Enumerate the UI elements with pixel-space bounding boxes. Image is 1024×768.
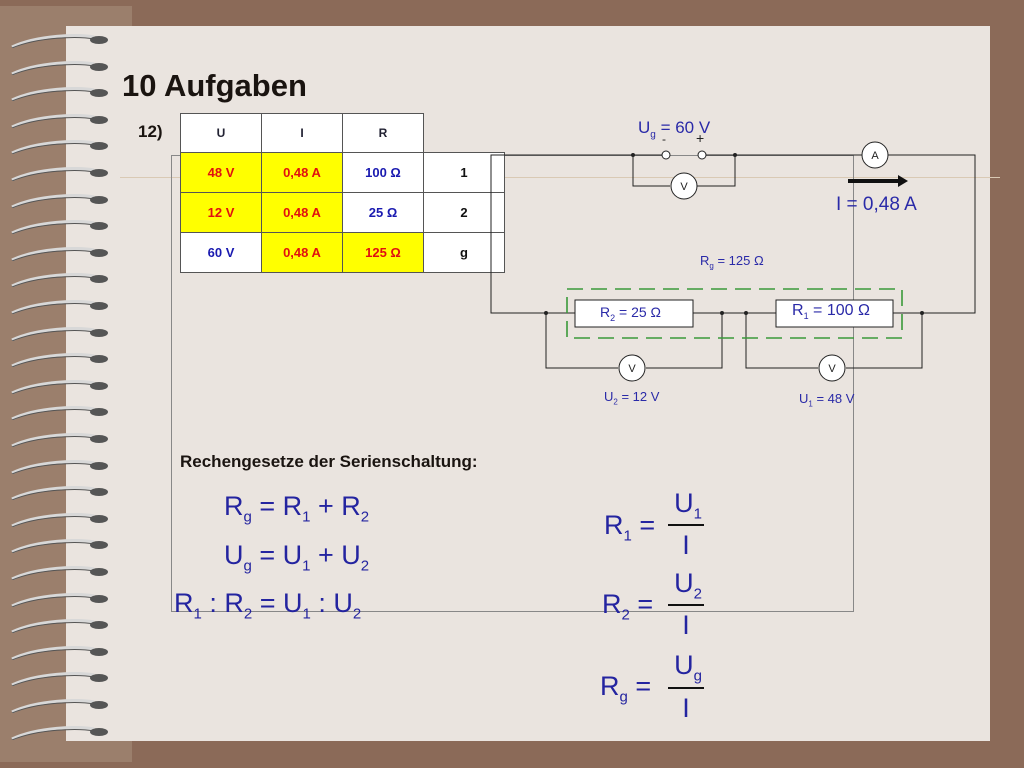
wire-voltmeter-u2-r [646, 313, 723, 369]
junction-dot [631, 153, 635, 157]
formula-rg-denominator: I [682, 693, 690, 723]
formula-r1-numerator: U1 [674, 488, 702, 523]
wire-top-left [490, 154, 633, 314]
spiral-coil [11, 699, 108, 713]
spiral-coil [11, 725, 108, 740]
junction-dot [920, 311, 924, 315]
voltmeter-u1 [818, 354, 846, 382]
wire-right [888, 154, 976, 314]
wire-voltmeter-source [632, 155, 670, 187]
cell-u: 12 V [180, 192, 262, 233]
spiral-coil [11, 60, 108, 75]
header-i: I [261, 113, 343, 153]
formula-r2-lhs: R2 = [602, 589, 654, 624]
task-number: 12) [138, 122, 163, 141]
spiral-coil [11, 220, 108, 235]
spiral-coil [11, 486, 108, 501]
spiral-coil [11, 406, 108, 421]
formula-r2-fraction-line [668, 604, 704, 606]
junction-dot [733, 153, 737, 157]
spiral-coil [11, 140, 108, 155]
table-row: 48 V 0,48 A 100 Ω 1 [180, 152, 505, 193]
source-plus-sign: + [696, 130, 705, 146]
cell-r: 125 Ω [342, 232, 424, 273]
voltmeter-source-label: V [680, 181, 688, 193]
spiral-coil [11, 592, 108, 607]
source-minus-sign: - [662, 132, 666, 146]
formula-r1-lhs: R1 = [604, 510, 656, 545]
formula-r2-denominator: I [682, 610, 690, 640]
junction-dot [544, 311, 548, 315]
spiral-coil [11, 326, 108, 341]
source-terminal-plus [697, 150, 707, 160]
spiral-coil [11, 87, 108, 102]
voltmeter-u2-label: V [628, 363, 636, 375]
cell-u: 60 V [180, 232, 262, 273]
header-r: R [342, 113, 424, 153]
wire-voltmeter-u1 [745, 313, 818, 369]
spiral-coil [11, 273, 108, 288]
spiral-coil [11, 566, 108, 580]
spiral-coil [11, 539, 108, 554]
formula-rg-fraction-line [668, 687, 704, 689]
current-arrow-head [898, 175, 908, 187]
spiral-coil [11, 246, 108, 261]
cell-r: 100 Ω [342, 152, 424, 193]
junction-dot [744, 311, 748, 315]
formula-r2-numerator: U2 [674, 568, 702, 603]
table-row: 12 V 0,48 A 25 Ω 2 [180, 192, 505, 233]
resistor-r2 [574, 299, 694, 328]
table-row: 60 V 0,48 A 125 Ω g [180, 232, 505, 273]
formula-r1-denominator: I [682, 530, 690, 560]
page-rule-line [120, 177, 1000, 178]
spiral-coil [11, 512, 108, 527]
u1-label: U1 = 48 V [799, 391, 855, 409]
resistor-r1 [775, 299, 894, 328]
formula-rg-lhs: Rg = [600, 671, 652, 706]
page-title: 10 Aufgaben [122, 68, 307, 103]
formula-ratio: R1 : R2 = U1 : U2 [174, 588, 362, 623]
rules-title: Rechengesetze der Serienschaltung: [180, 452, 478, 471]
spiral-coil [11, 459, 108, 474]
formula-r1-fraction-line [668, 524, 704, 526]
spiral-coil [11, 34, 108, 48]
voltmeter-source [670, 172, 698, 200]
rg-label: Rg = 125 Ω [700, 253, 764, 271]
cell-i: 0,48 A [261, 192, 343, 233]
spiral-coil [11, 113, 108, 128]
spiral-coil [11, 619, 108, 634]
formula-ug-sum: Ug = U1 + U2 [224, 540, 370, 575]
current-label: I = 0,48 A [836, 194, 917, 215]
spiral-coil [11, 433, 108, 447]
ammeter [861, 141, 889, 169]
spiral-coil [11, 167, 108, 181]
ammeter-label: A [871, 150, 879, 162]
wire-voltmeter-source-r [697, 155, 736, 187]
spiral-coil [11, 353, 108, 368]
spiral-coil [11, 300, 108, 314]
formula-rg-sum: Rg = R1 + R2 [224, 491, 370, 526]
source-terminal-minus [661, 150, 671, 160]
values-table: U I R 48 V 0,48 A 100 Ω 1 12 V 0,48 A 25… [180, 113, 505, 273]
wire-voltmeter-u1-r [846, 313, 923, 369]
voltmeter-u2 [618, 354, 646, 382]
wire-voltmeter-u2 [545, 313, 618, 369]
r2-label: R2 = 25 Ω [600, 304, 662, 323]
r1-label: R1 = 100 Ω [792, 302, 870, 322]
spiral-coil [11, 193, 108, 208]
header-u: U [180, 113, 262, 153]
junction-dot [720, 311, 724, 315]
spiral-coil [11, 645, 108, 660]
source-voltage-label: Ug = 60 V [638, 118, 711, 141]
table-header-row: U I R [180, 113, 505, 153]
u2-label: U2 = 12 V [604, 389, 660, 407]
voltmeter-u1-label: V [828, 363, 836, 375]
cell-i: 0,48 A [261, 232, 343, 273]
spiral-coil [11, 379, 108, 394]
spiral-coil [11, 672, 108, 687]
formula-rg-numerator: Ug [674, 650, 702, 685]
